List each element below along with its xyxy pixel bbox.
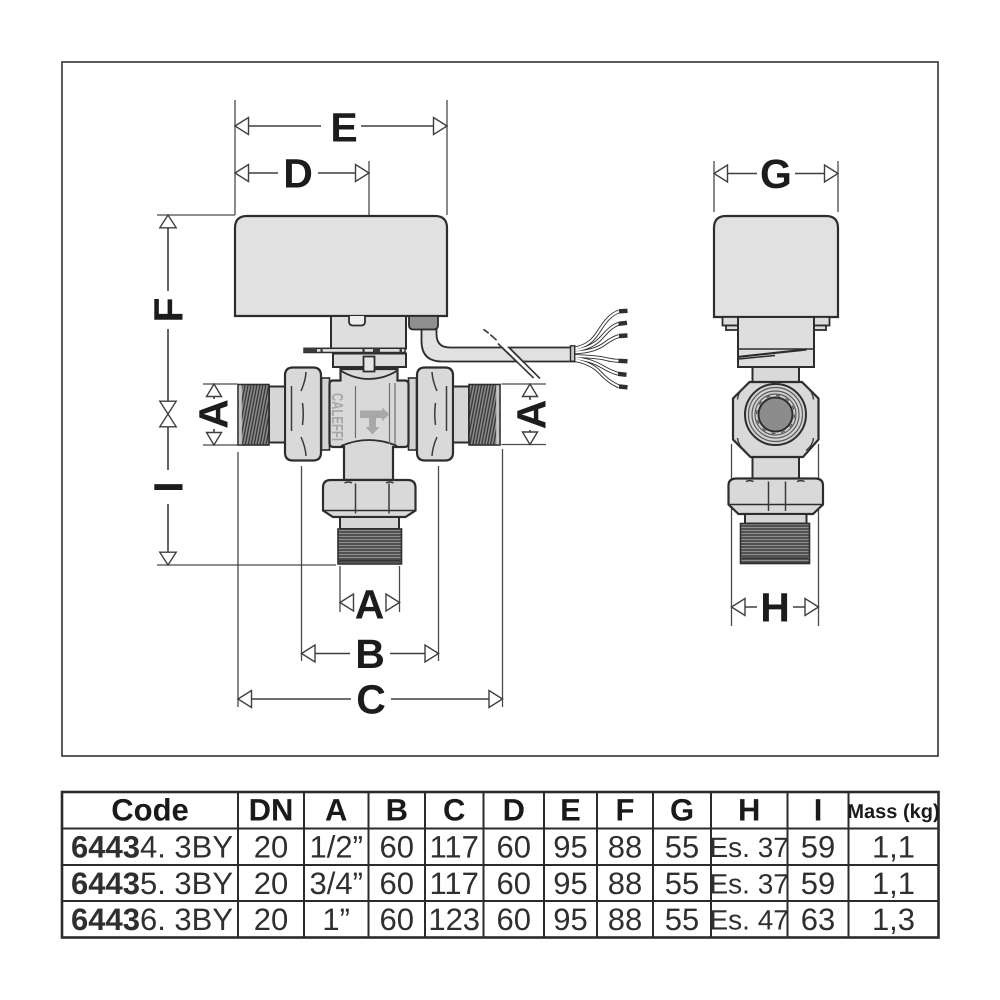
svg-text:H: H	[760, 585, 790, 631]
svg-text:59: 59	[801, 830, 835, 865]
svg-text:F: F	[616, 793, 635, 828]
svg-text:1,1: 1,1	[872, 866, 915, 901]
svg-text:Mass (kg): Mass (kg)	[847, 801, 939, 823]
svg-text:64436. 3BY: 64436. 3BY	[71, 902, 233, 937]
svg-text:55: 55	[665, 866, 699, 901]
svg-text:1,1: 1,1	[872, 830, 915, 865]
svg-text:60: 60	[497, 902, 531, 937]
svg-text:95: 95	[553, 866, 587, 901]
svg-text:DN: DN	[249, 793, 294, 828]
svg-text:A: A	[509, 400, 555, 430]
svg-text:117: 117	[429, 830, 478, 865]
svg-text:3/4”: 3/4”	[309, 866, 362, 901]
svg-text:60: 60	[497, 866, 531, 901]
svg-text:59: 59	[801, 866, 835, 901]
svg-text:88: 88	[608, 902, 642, 937]
svg-text:95: 95	[553, 902, 587, 937]
svg-text:1,3: 1,3	[872, 902, 915, 937]
svg-text:88: 88	[608, 866, 642, 901]
svg-text:60: 60	[380, 902, 414, 937]
svg-text:63: 63	[801, 902, 835, 937]
svg-text:E: E	[560, 793, 581, 828]
svg-text:B: B	[355, 631, 385, 677]
svg-text:Es. 37: Es. 37	[710, 832, 789, 863]
svg-text:20: 20	[254, 902, 288, 937]
svg-text:55: 55	[665, 830, 699, 865]
svg-text:60: 60	[380, 830, 414, 865]
svg-text:117: 117	[429, 866, 478, 901]
svg-text:64434. 3BY: 64434. 3BY	[71, 830, 233, 865]
svg-text:CALEFFI: CALEFFI	[328, 393, 345, 441]
svg-text:60: 60	[497, 830, 531, 865]
svg-text:20: 20	[254, 830, 288, 865]
svg-text:95: 95	[553, 830, 587, 865]
svg-text:1”: 1”	[322, 902, 350, 937]
svg-text:F: F	[146, 297, 192, 322]
svg-text:Es. 37: Es. 37	[710, 868, 789, 899]
svg-text:C: C	[356, 677, 386, 723]
svg-text:D: D	[283, 151, 313, 197]
svg-text:G: G	[760, 151, 792, 197]
svg-text:123: 123	[428, 902, 480, 937]
svg-text:B: B	[386, 793, 408, 828]
svg-text:C: C	[443, 793, 465, 828]
svg-text:H: H	[738, 793, 760, 828]
svg-text:A: A	[191, 399, 237, 429]
svg-text:A: A	[355, 582, 385, 628]
svg-text:1/2”: 1/2”	[309, 830, 362, 865]
svg-text:I: I	[146, 481, 192, 492]
svg-text:E: E	[330, 105, 357, 151]
svg-text:55: 55	[665, 902, 699, 937]
svg-text:A: A	[325, 793, 347, 828]
svg-text:D: D	[503, 793, 525, 828]
svg-text:60: 60	[380, 866, 414, 901]
svg-text:64435. 3BY: 64435. 3BY	[71, 866, 233, 901]
svg-text:I: I	[814, 793, 823, 828]
svg-text:G: G	[670, 793, 694, 828]
svg-text:88: 88	[608, 830, 642, 865]
svg-text:20: 20	[254, 866, 288, 901]
svg-text:Es. 47: Es. 47	[710, 905, 789, 936]
svg-text:Code: Code	[111, 793, 189, 828]
